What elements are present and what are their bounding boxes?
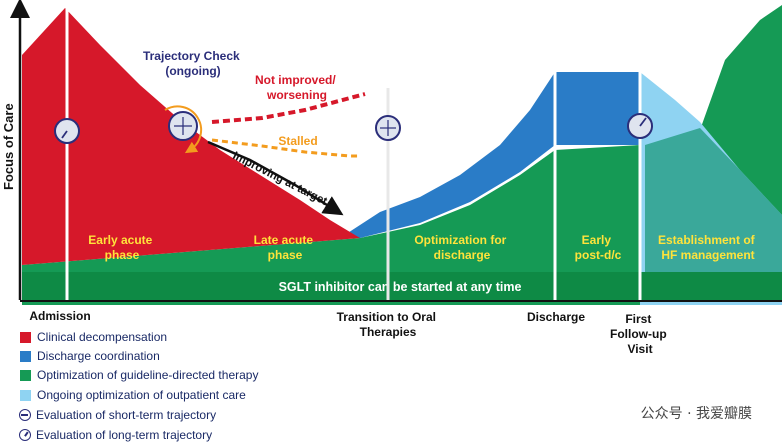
legend-label: Evaluation of short-term trajectory <box>36 408 217 422</box>
watermark: 公众号 · 我爱瓣膜 <box>640 406 752 422</box>
stalled-path <box>211 138 358 158</box>
red-square-icon <box>20 331 31 343</box>
timepoint-discharge: Discharge <box>527 310 585 324</box>
phase-early-acute: Early acute phase <box>88 233 155 262</box>
legend-label: Evaluation of long-term trajectory <box>36 428 213 442</box>
blue-discharge-region <box>340 72 640 238</box>
not-improved-label: Not improved/ worsening <box>255 73 339 102</box>
green-square-icon <box>20 369 31 381</box>
timepoint-admission: Admission <box>29 309 90 323</box>
transition-stopwatch-icon <box>375 115 401 141</box>
stopwatch-icon <box>19 409 31 421</box>
teal-overlay <box>645 128 782 272</box>
legend-item-short-term: Evaluation of short-term trajectory <box>19 406 217 424</box>
legend-item-clinical-decompensation: Clinical decompensation <box>20 328 167 346</box>
phase-optimization: Optimization for discharge <box>414 233 509 262</box>
sglt-bar <box>22 272 782 300</box>
green-therapy-region <box>22 5 782 305</box>
timepoint-transition: Transition to Oral Therapies <box>337 310 440 339</box>
trajectory-check-icon <box>164 105 203 154</box>
legend-item-outpatient-care: Ongoing optimization of outpatient care <box>20 386 246 404</box>
legend-item-guideline-therapy: Optimization of guideline-directed thera… <box>20 366 258 384</box>
legend-item-long-term: Evaluation of long-term trajectory <box>19 426 213 444</box>
legend-label: Optimization of guideline-directed thera… <box>37 368 259 382</box>
not-improved-path <box>211 92 366 124</box>
followup-clock-icon <box>627 113 653 139</box>
y-axis-label: Focus of Care <box>1 103 16 190</box>
phase-establishment: Establishment of HF management <box>658 233 758 262</box>
improving-path <box>207 140 344 216</box>
timepoint-followup: First Follow-up Visit <box>610 312 670 356</box>
stalled-label: Stalled <box>278 134 317 148</box>
trajectory-check-label: Trajectory Check (ongoing) <box>143 49 243 78</box>
legend-label: Clinical decompensation <box>37 330 168 344</box>
legend-item-discharge-coordination: Discharge coordination <box>20 347 160 365</box>
light-blue-square-icon <box>20 389 31 401</box>
sglt-banner-text: SGLT inhibitor can be started at any tim… <box>279 280 522 294</box>
legend-label: Discharge coordination <box>37 349 160 363</box>
legend-label: Ongoing optimization of outpatient care <box>37 388 246 402</box>
blue-square-icon <box>20 350 31 362</box>
clock-icon <box>19 429 31 441</box>
admission-clock-icon <box>54 118 80 144</box>
phase-early-post: Early post-d/c <box>575 233 622 262</box>
phase-late-acute: Late acute phase <box>254 233 317 262</box>
